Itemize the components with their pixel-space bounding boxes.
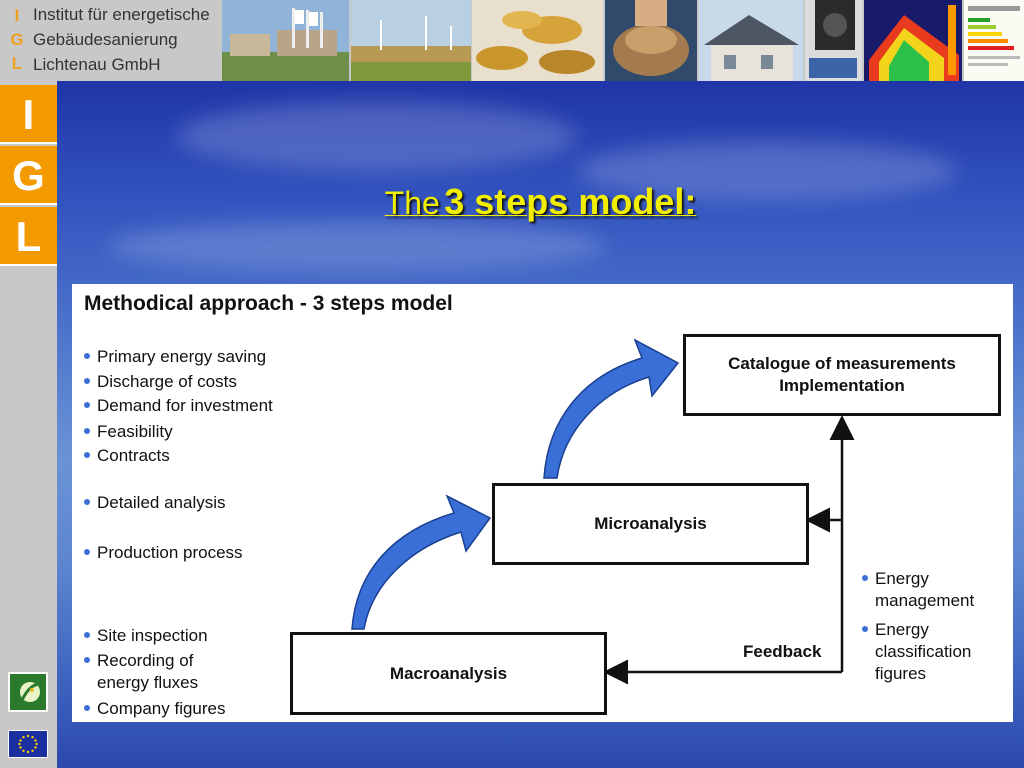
box-catalogue-line-2: Implementation [779,376,905,395]
sidebar-letter-i: I [0,85,57,144]
sidebar-letter-g: G [0,146,57,205]
list-item: Contracts [84,445,170,467]
arrow-macro-to-micro [351,494,492,630]
photo-measurement-device [805,0,862,81]
org-name-line-3: Lichtenau GmbH [33,55,161,74]
leader-logo-icon [8,672,48,712]
bullet-icon [84,427,90,434]
photo-wood-pellets [605,0,697,81]
diagram-graphics [351,338,855,685]
org-letter-g: G [10,30,24,49]
box-macroanalysis: Macroanalysis [290,632,607,715]
list-item: Feasibility [84,421,173,443]
box-micro-label: Microanalysis [594,514,707,533]
box-catalogue-of-measurements: Catalogue of measurements Implementation [683,334,1001,416]
org-name-line-2: Gebäudesanierung [33,30,178,49]
list-item: Discharge of costs [84,371,237,393]
list-item: Site inspection [84,625,208,647]
list-item: Detailed analysis [84,492,226,514]
bullet-icon [84,631,90,638]
feedback-label: Feedback [743,642,822,661]
org-letter-l: L [11,54,23,73]
photo-energy-certificate [964,0,1024,81]
arrow-micro-to-catalogue [543,338,680,479]
list-item: Company figures [84,698,226,720]
bullet-icon [84,451,90,458]
sidebar-letter-l: L [0,207,57,266]
box-macro-label: Macroanalysis [389,663,508,683]
diagram-heading: Methodical approach - 3 steps model [84,292,453,315]
photo-wind-turbines [351,0,471,81]
org-name: Institut für energetische Gebäudesanieru… [33,3,210,78]
bullet-icon [862,574,868,581]
org-name-line-1: Institut für energetische [33,5,210,24]
header-banner: I G L Institut für energetische Gebäudes… [0,0,1024,81]
slide-title-main: 3 steps model: [444,181,697,222]
photo-coins [472,0,603,81]
box-microanalysis: Microanalysis [492,483,809,565]
org-logo-letters: I G L [6,4,28,76]
cloud-shape [107,221,607,271]
list-item: Production process [84,542,243,564]
diagram-panel: Methodical approach - 3 steps model Prim… [72,284,1013,722]
slide-title: The 3 steps model: [57,181,1024,223]
list-item: Demand for investment [84,395,273,417]
bullet-icon [84,656,90,663]
left-sidebar: I G L [0,81,57,768]
bullet-icon [84,377,90,384]
list-item: Primary energy saving [84,346,266,368]
box-catalogue-line-1: Catalogue of measurements [728,354,956,373]
org-letter-i: I [14,6,20,25]
photo-house-solar [699,0,803,81]
slide-title-prefix: The [384,185,440,221]
bullet-icon [84,352,90,359]
photo-thermal-image [864,0,962,81]
bullet-icon [84,548,90,555]
bullet-icon [84,704,90,711]
cloud-shape [577,141,957,201]
cloud-shape [177,101,577,171]
bullet-icon [84,401,90,408]
photo-buildings-flags [222,0,349,81]
bullet-icon [84,498,90,505]
bullet-icon [862,625,868,632]
eu-flag-icon [8,730,48,758]
